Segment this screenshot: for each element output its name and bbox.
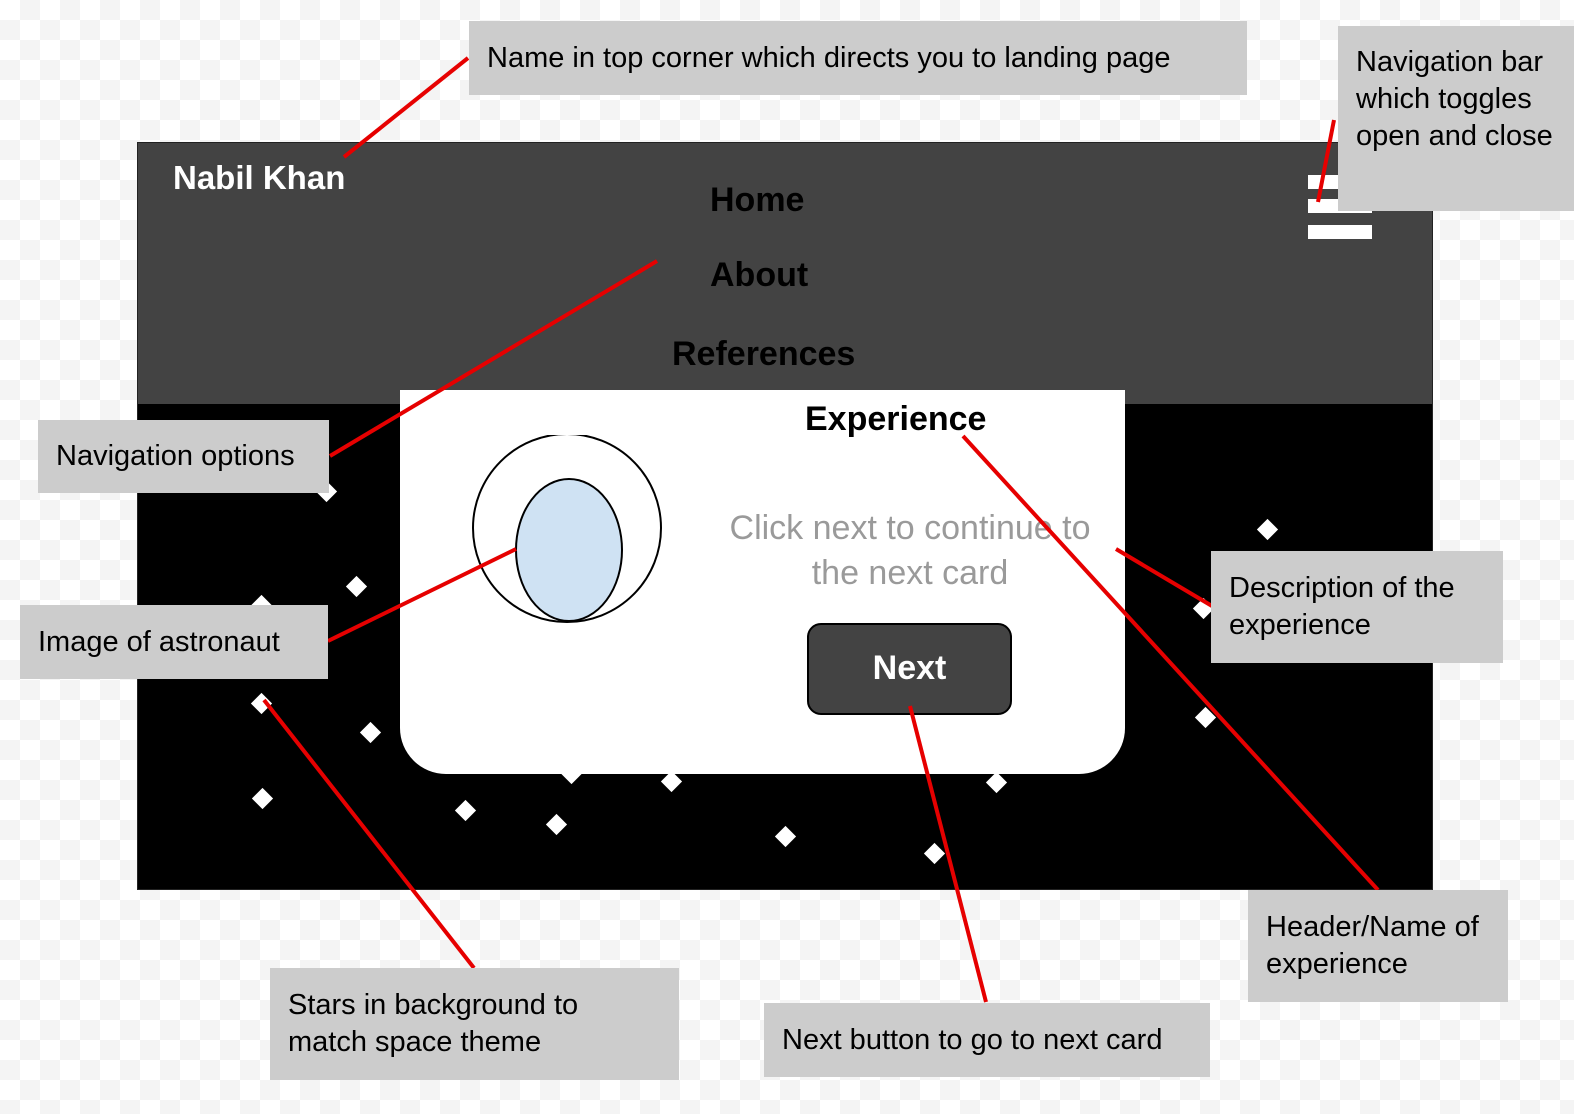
callout-brand: Name in top corner which directs you to … — [469, 21, 1247, 95]
star-icon — [250, 692, 273, 715]
experience-card-description: Click next to continue to the next card — [729, 509, 1091, 592]
nav-item-home[interactable]: Home — [710, 181, 805, 219]
star-icon — [1256, 518, 1279, 541]
star-icon — [545, 813, 568, 836]
callout-nav-options: Navigation options — [38, 420, 329, 493]
nav-item-references[interactable]: References — [672, 335, 856, 373]
brand-name-link[interactable]: Nabil Khan — [173, 159, 346, 196]
star-icon — [660, 770, 683, 793]
callout-next-button: Next button to go to next card — [764, 1003, 1210, 1077]
next-button[interactable]: Next — [807, 623, 1012, 715]
star-icon — [1194, 706, 1217, 729]
star-icon — [923, 842, 946, 865]
nav-item-about[interactable]: About — [710, 256, 809, 294]
menu-bar-line — [1308, 225, 1372, 239]
callout-stars: Stars in background to match space theme — [270, 968, 679, 1080]
star-icon — [774, 825, 797, 848]
star-icon — [345, 575, 368, 598]
star-icon — [985, 771, 1008, 794]
callout-header: Header/Name of experience — [1248, 890, 1508, 1002]
callout-nav-bar: Navigation bar which toggles open and cl… — [1338, 26, 1574, 211]
callout-astronaut: Image of astronaut — [20, 605, 328, 679]
star-icon — [251, 787, 274, 810]
star-icon — [359, 721, 382, 744]
star-icon — [454, 799, 477, 822]
experience-card-title: Experience — [805, 400, 987, 438]
callout-description: Description of the experience — [1211, 551, 1503, 663]
visor-ellipse — [515, 478, 623, 622]
astronaut-image — [472, 435, 662, 623]
navigation-bar: Nabil Khan Home About References — [138, 143, 1432, 404]
